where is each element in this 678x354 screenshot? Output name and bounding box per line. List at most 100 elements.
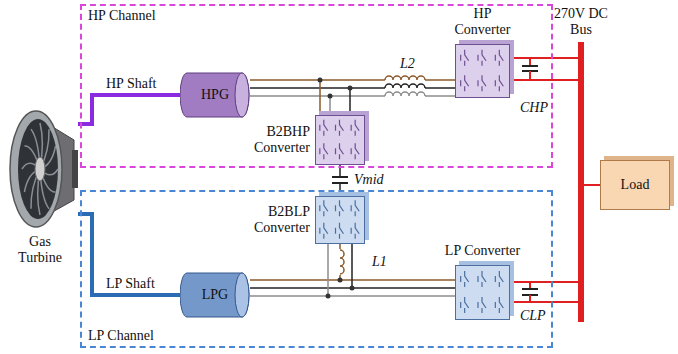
gas-turbine-illustration: [10, 111, 78, 227]
switch-symbol: [351, 200, 359, 216]
load-box: Load: [600, 160, 670, 210]
node-label: B2BLP Converter: [226, 204, 310, 236]
switch-symbol: [461, 50, 469, 66]
switch-symbol: [461, 75, 469, 91]
shaft-label: HP Shaft: [104, 76, 158, 91]
fan-blades: [22, 123, 58, 215]
switch-symbol: [316, 116, 363, 163]
switch-symbol: [320, 120, 328, 136]
capacitor-symbol: [510, 301, 578, 303]
gas-turbine: Gas Turbine: [2, 108, 78, 230]
switch-symbol: [456, 45, 508, 96]
shaft-line: [78, 95, 180, 124]
converter-box: LP Converter: [455, 265, 510, 320]
capacitor-symbol: [330, 178, 350, 182]
switch-symbol: [320, 200, 328, 216]
junction-dot: [318, 78, 355, 299]
switch-symbol: [320, 223, 328, 239]
dc-bus: 270V DC Bus: [578, 42, 584, 322]
region-title: LP Channel: [88, 328, 154, 344]
switch-symbol: [495, 271, 503, 287]
switch-symbol: [495, 75, 503, 91]
three-phase-wire: [250, 80, 455, 296]
generator: HPG: [180, 72, 250, 118]
capacitor-symbol: [510, 79, 578, 81]
gas-turbine-illustration: [35, 157, 45, 181]
inductor-symbol: [336, 73, 425, 275]
node-label: Gas Turbine: [9, 234, 71, 266]
inductor-symbol: [336, 249, 346, 275]
converter-box: B2BHP Converter: [315, 115, 365, 165]
switch-symbol: [336, 223, 344, 239]
three-phase-wire: [250, 295, 455, 297]
junction-dot: [318, 78, 323, 83]
inductor-symbol: [385, 76, 425, 80]
switch-symbol: [336, 143, 344, 159]
three-phase-wire: [351, 244, 353, 288]
inductor-symbol: [385, 84, 425, 88]
switch-symbol: [495, 50, 503, 66]
node-label: HPG: [201, 87, 229, 103]
gas-turbine-illustration: [18, 119, 58, 219]
component-label: CLP: [518, 308, 548, 323]
switch-symbol: [478, 297, 486, 313]
wire: [250, 96, 330, 115]
node-label: Load: [621, 177, 650, 193]
node-label: HP Converter: [445, 6, 521, 38]
component-label: L1: [370, 254, 389, 269]
gas-turbine-illustration: [10, 111, 62, 227]
switch-symbol: [336, 120, 344, 136]
three-phase-wire: [349, 88, 351, 115]
generator-body: [180, 273, 249, 317]
capacitor-symbol: [529, 295, 531, 302]
capacitor-symbol: [529, 58, 531, 66]
switch-symbol: [351, 143, 359, 159]
switch-symbol: [316, 197, 363, 242]
node-label: B2BHP Converter: [226, 124, 310, 156]
gas-turbine-illustration: [72, 150, 78, 188]
switch-symbol: [456, 266, 508, 318]
node-label: LPG: [202, 287, 228, 303]
three-phase-wire: [319, 80, 321, 115]
node-label: LP Converter: [445, 243, 521, 259]
switch-symbol: [351, 120, 359, 136]
switch-symbol: [478, 271, 486, 287]
wire: [510, 281, 578, 283]
generator-end: [235, 73, 249, 117]
switch-symbol: [461, 271, 469, 287]
inductor-symbol: [385, 92, 425, 96]
generator: LPG: [180, 272, 250, 318]
junction-dot: [328, 94, 333, 99]
component-label: CHP: [518, 100, 550, 115]
three-phase-wire: [340, 279, 455, 281]
inductor-symbol: [385, 73, 425, 98]
shaft-label: LP Shaft: [104, 276, 157, 291]
generator-end: [235, 273, 249, 317]
switch-symbol: [478, 50, 486, 66]
switch-symbol: [320, 143, 328, 159]
switch-symbol: [495, 297, 503, 313]
capacitor-symbol: [332, 182, 348, 184]
node-label: 270V DC Bus: [554, 6, 608, 38]
shaft-line: [78, 214, 180, 295]
wire: [510, 57, 578, 59]
component-label: Vmid: [352, 172, 386, 187]
region-title: HP Channel: [88, 8, 156, 24]
junction-dot: [338, 278, 343, 283]
capacitor-symbol: [522, 288, 538, 290]
wire: [250, 244, 340, 280]
junction-dot: [326, 294, 331, 299]
capacitor-symbol: [522, 65, 538, 67]
switch-symbol: [336, 200, 344, 216]
converter-box: B2BLP Converter: [315, 196, 365, 244]
capacitor-symbol: [330, 58, 578, 302]
junction-dot: [348, 86, 353, 91]
switch-symbol: [461, 297, 469, 313]
converter-box: HP Converter: [455, 44, 510, 98]
switch-symbol: [478, 75, 486, 91]
inductor-symbol: [340, 250, 344, 274]
generator-body: [180, 73, 249, 117]
capacitor-symbol: [332, 176, 348, 178]
